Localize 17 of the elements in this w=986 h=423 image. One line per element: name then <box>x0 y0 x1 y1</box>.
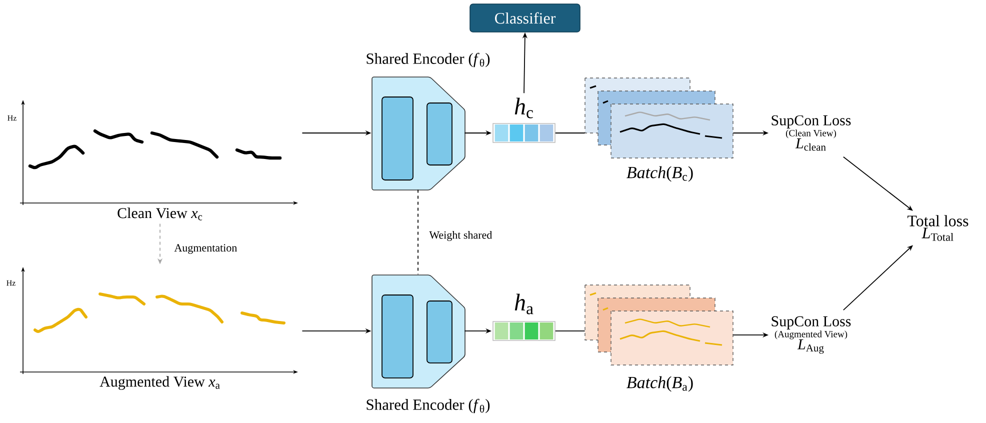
encoder-title: Shared Encoder (f$_{θ}$) <box>366 52 490 68</box>
vector-label: h$_{a}$ <box>514 294 534 314</box>
batch-label: Batch(B$_{c}$) <box>626 166 693 182</box>
loss-label: Total loss L$_{Total}$ <box>908 215 968 241</box>
plot-caption: Clean View x$_{c}$ <box>118 208 202 220</box>
loss-label: SupCon Loss (Clean View) L$_{clean}$ <box>772 115 851 151</box>
classifier-box: Classifier <box>470 4 580 32</box>
edge-label: Weight shared <box>428 230 494 242</box>
plot-caption: Augmented View x$_{a}$ <box>100 376 220 390</box>
axis-label: Hz <box>6 280 16 286</box>
encoder-title: Shared Encoder (f$_{θ}$) <box>366 398 490 414</box>
axis-label: Hz <box>8 115 16 121</box>
batch-label: Batch(B$_{a}$) <box>626 376 693 392</box>
vector-label: h$_{c}$ <box>514 98 533 118</box>
edge-label: Augmentation <box>173 243 238 255</box>
loss-label: SupCon Loss (Augmented View) L$_{Aug}$ <box>772 316 851 354</box>
arrow <box>842 156 913 211</box>
